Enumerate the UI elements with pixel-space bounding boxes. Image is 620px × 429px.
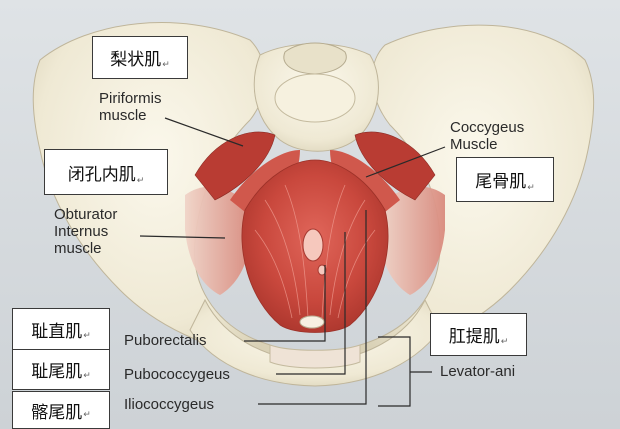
- leader-pubococcygeus: [276, 232, 346, 375]
- pubic-symphysis: [269, 344, 361, 369]
- leader-coccygeus: [365, 146, 446, 178]
- label-levator-ani-en: Levator-ani: [440, 363, 516, 380]
- leader-lines: [139, 117, 446, 407]
- label-coccygeus-en: Coccygeus Muscle: [450, 119, 525, 153]
- label-coccygeus-zh: 尾骨肌↵: [456, 157, 554, 202]
- leader-iliococcygeus: [258, 210, 367, 405]
- label-puborectalis-zh: 耻直肌↵: [12, 308, 110, 350]
- sacral-disc: [274, 73, 356, 123]
- label-iliococcygeus-en: Iliococcygeus: [124, 396, 215, 413]
- label-piriformis-zh: 梨状肌↵: [92, 36, 188, 79]
- obturator-internus-right: [378, 186, 445, 295]
- label-pubococcygeus-zh: 耻尾肌↵: [12, 349, 110, 390]
- leader-puborectalis: [244, 265, 326, 342]
- label-obturator-zh: 闭孔内肌↵: [44, 149, 168, 195]
- label-obturator-en: Obturator Internus muscle: [54, 206, 118, 257]
- anococcygeal-point: [299, 315, 325, 329]
- label-piriformis-en: Piriformis muscle: [99, 90, 162, 124]
- urogenital-hiatus: [302, 228, 324, 262]
- label-puborectalis-en: Puborectalis: [124, 332, 207, 349]
- leader-piriformis: [164, 117, 244, 147]
- muscle-fibers: [254, 184, 376, 319]
- leader-obturator: [139, 235, 226, 239]
- piriformis-left: [194, 131, 276, 201]
- label-iliococcygeus-zh: 髂尾肌↵: [12, 391, 110, 429]
- label-levator-ani-zh: 肛提肌↵: [430, 313, 527, 356]
- label-pubococcygeus-en: Pubococcygeus: [124, 366, 230, 383]
- obturator-internus-left: [185, 186, 252, 295]
- rectal-opening: [317, 264, 327, 276]
- lumbar-vertebra: [283, 42, 347, 75]
